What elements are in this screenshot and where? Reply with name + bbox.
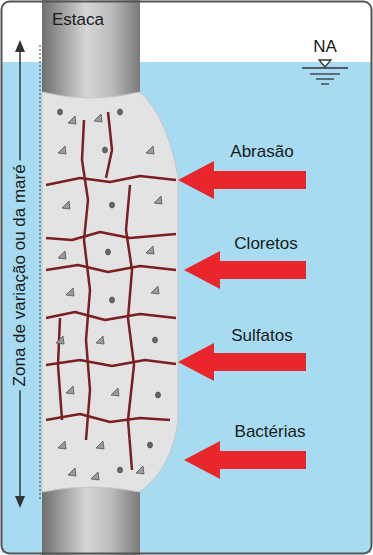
attack-label: Sulfatos [231, 327, 292, 346]
water [2, 62, 371, 553]
attack-arrow [178, 343, 306, 381]
aggregates [56, 109, 162, 480]
tide-zone-label: Zona de variação ou da maré [9, 160, 32, 390]
aggregate [91, 472, 99, 480]
attack-label: Bactérias [235, 423, 306, 442]
aggregate [56, 336, 64, 344]
aggregate [151, 286, 159, 294]
aggregate [58, 251, 66, 259]
aggregate [106, 249, 111, 255]
aggregate [148, 442, 153, 448]
water-level-symbol [302, 60, 348, 84]
attack-arrow [184, 251, 306, 289]
aggregate [103, 147, 108, 153]
aggregate [58, 441, 66, 449]
aggregate [154, 196, 162, 204]
attack-arrow [178, 161, 306, 199]
aggregate [110, 297, 115, 303]
aggregate [66, 288, 74, 296]
aggregate [68, 116, 76, 124]
aggregate [62, 201, 70, 209]
aggregate [136, 466, 144, 474]
aggregate [110, 202, 115, 208]
aggregate [96, 441, 104, 449]
aggregate [66, 386, 74, 394]
zone-edge [40, 45, 41, 500]
attack-arrows [178, 161, 306, 479]
aggregate [156, 392, 161, 398]
aggregate [94, 114, 102, 122]
aggregate [146, 246, 154, 254]
aggregate [118, 467, 123, 473]
aggregate [58, 146, 66, 154]
pile-label: Estaca [52, 11, 104, 30]
damaged-concrete [42, 92, 178, 492]
attack-label: Cloretos [234, 235, 297, 254]
aggregate [153, 337, 158, 343]
attack-label: Abrasão [230, 143, 293, 162]
aggregate [111, 388, 119, 396]
aggregate [96, 336, 104, 344]
aggregate [146, 146, 154, 154]
attack-arrow [184, 441, 306, 479]
aggregate [58, 109, 63, 115]
cracks [46, 112, 176, 470]
pile-top [42, 0, 140, 100]
pile-bottom [42, 482, 140, 555]
aggregate [68, 468, 76, 476]
water-level-label: NA [313, 38, 337, 57]
aggregate [118, 109, 123, 115]
